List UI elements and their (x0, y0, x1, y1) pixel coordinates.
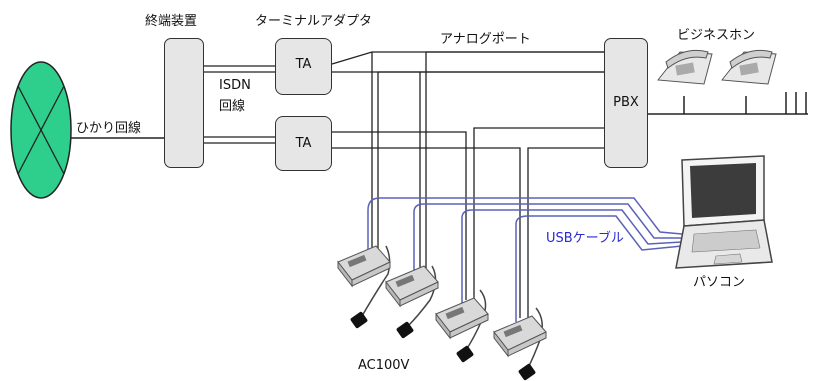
pbx-extension-lines (648, 92, 808, 115)
line-device-3 (435, 297, 489, 340)
laptop (675, 155, 773, 269)
business-phone-label: ビジネスホン (677, 28, 756, 43)
analog-port-lines (331, 51, 604, 318)
ta-label-1: TA (295, 57, 312, 72)
analog-port-label: アナログポート (440, 32, 531, 47)
terminal-unit-box (164, 38, 204, 168)
usb-cables (367, 197, 683, 322)
ta-box-1 (275, 38, 332, 95)
isdn-label: ISDN (219, 78, 251, 93)
terminal-adapter-label: ターミナルアダプタ (255, 14, 373, 29)
line-device-1 (337, 245, 391, 288)
terminal-unit-label: 終端装置 (145, 14, 198, 29)
isdn-lines (203, 65, 276, 144)
business-phone-2 (721, 49, 777, 85)
fiber-line-label: ひかり回線 (76, 121, 142, 136)
pbx-box (604, 38, 648, 168)
ta-label-2: TA (295, 136, 312, 151)
business-phone-1 (657, 49, 713, 85)
pbx-label: PBX (613, 95, 639, 110)
pc-label: パソコン (693, 275, 746, 290)
power-plugs (350, 311, 536, 381)
fiber-line-symbol (10, 61, 72, 199)
line-device-4 (493, 315, 547, 358)
ta-box-2 (275, 116, 332, 171)
isdn-line-label: 回線 (219, 99, 246, 114)
line-device-2 (385, 265, 439, 308)
usb-cable-label: USBケーブル (546, 231, 624, 246)
ac-power-label: AC100V (358, 358, 410, 373)
